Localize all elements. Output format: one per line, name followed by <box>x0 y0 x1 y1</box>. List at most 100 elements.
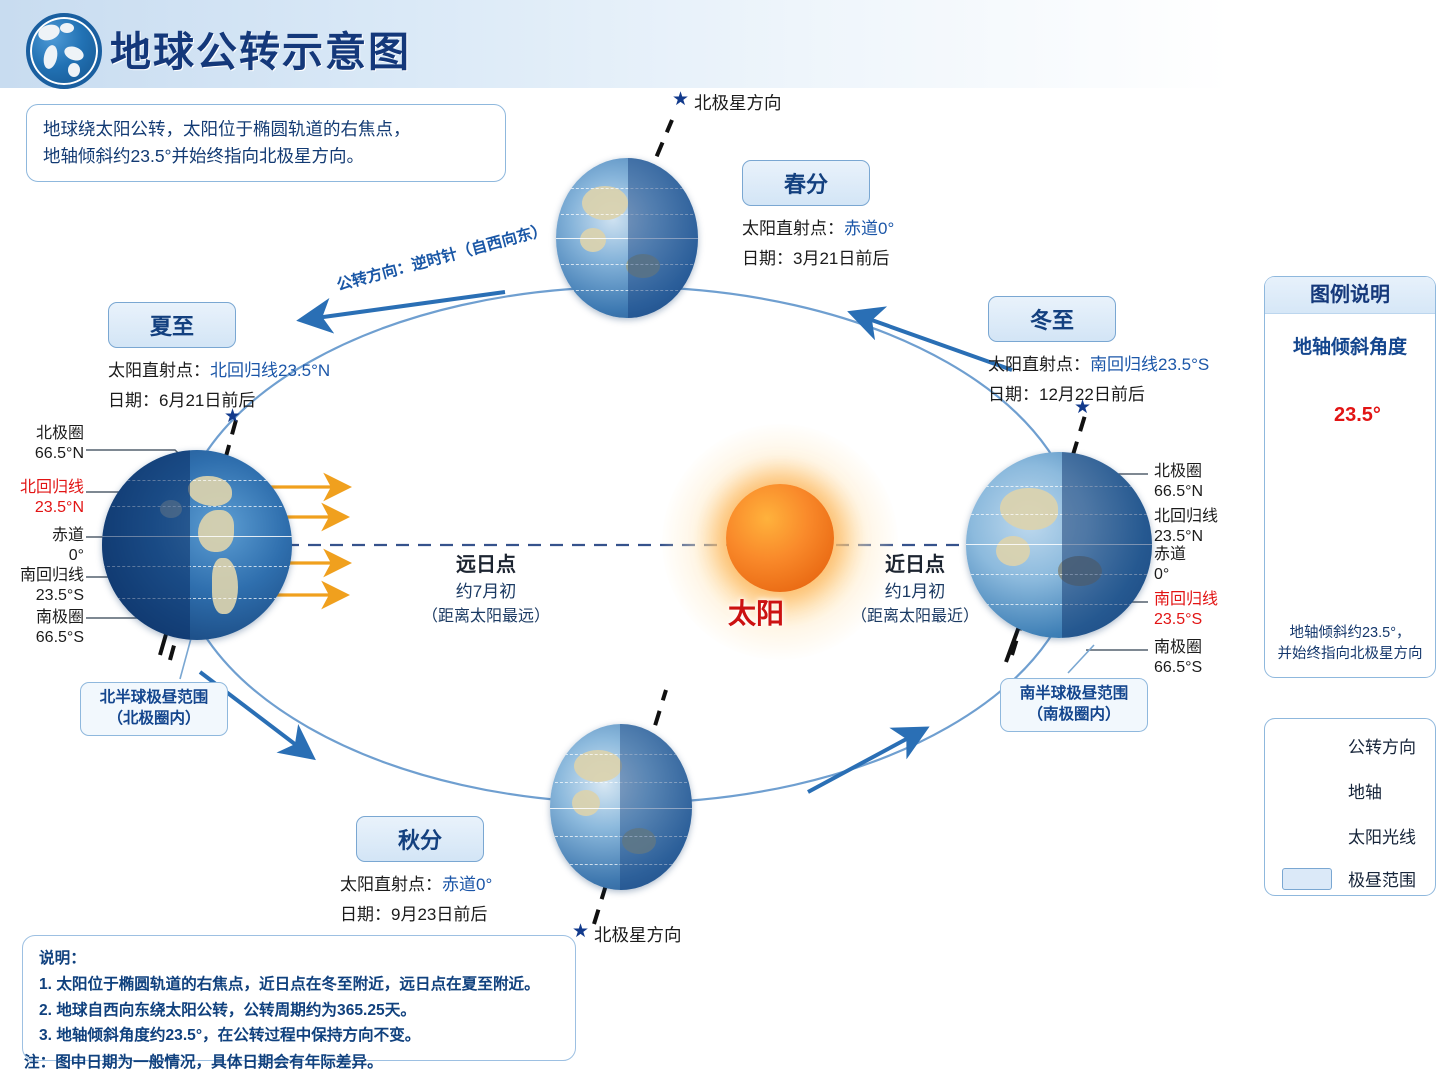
latitude-label-right-2: 赤道 0° <box>1154 545 1254 584</box>
latitude-name: 北回归线 <box>19 479 84 496</box>
season-subsolar-autumn: 太阳直射点：赤道0° <box>340 872 600 898</box>
latitude-name: 南回归线 <box>1154 591 1219 608</box>
season-block-winter-solstice: 冬至 太阳直射点：南回归线23.5°S 日期：12月22日前后 <box>988 296 1328 407</box>
perihelion-date: 约1月初 <box>884 582 946 601</box>
latitude-label-left-2: 赤道 0° <box>0 526 84 565</box>
header-bar <box>0 0 1448 88</box>
label-prefix: 日期： <box>340 904 391 924</box>
latitude-label-left-4: 南极圈 66.5°S <box>0 608 84 647</box>
label-prefix: 太阳直射点： <box>108 361 210 380</box>
callout-line-1: 北半球极昼范围 <box>99 689 209 706</box>
latitude-label-right-0: 北极圈 66.5°N <box>1154 462 1254 501</box>
label-prefix: 太阳直射点： <box>340 875 442 894</box>
latitude-value: 23.5°S <box>1154 610 1203 628</box>
key-panel <box>1264 718 1436 896</box>
label-prefix: 日期： <box>988 384 1039 404</box>
intro-line-1: 地球绕太阳公转，太阳位于椭圆轨道的右焦点， <box>43 119 411 139</box>
note-item-3: 3. 地轴倾斜角度约23.5°，在公转过程中保持方向不变。 <box>39 1026 421 1044</box>
perihelion-note: （距离太阳最近） <box>850 608 979 625</box>
earth-globe-winter-solstice <box>966 452 1152 638</box>
key-label-earth-axis: 地轴 <box>1348 783 1382 802</box>
note-item-1: 1. 太阳位于椭圆轨道的右焦点，近日点在冬至附近，远日点在夏至附近。 <box>39 976 540 994</box>
legend-caption-line-2: 并始终指向北极星方向 <box>1277 645 1423 662</box>
callout-line-1: 南半球极昼范围 <box>1019 685 1129 702</box>
star-icon: ★ <box>572 921 590 942</box>
latitude-name: 赤道 <box>51 527 84 544</box>
season-subsolar-vernal: 太阳直射点：赤道0° <box>742 216 982 242</box>
season-subsolar-winter: 太阳直射点：南回归线23.5°S <box>988 352 1328 378</box>
legend-angle-value: 23.5° <box>1334 404 1381 426</box>
earth-globe-summer-solstice <box>102 450 292 640</box>
season-pill-vernal[interactable]: 春分 <box>742 160 870 206</box>
perihelion-title: 近日点 <box>885 554 945 576</box>
label-value: 6月21日前后 <box>159 390 256 410</box>
label-prefix: 日期： <box>742 248 793 268</box>
label-value: 赤道0° <box>844 219 895 238</box>
sun-disc <box>726 484 834 592</box>
latitude-value: 0° <box>1154 565 1170 583</box>
notes-box: 说明： 1. 太阳位于椭圆轨道的右焦点，近日点在冬至附近，远日点在夏至附近。 2… <box>22 935 576 1061</box>
latitude-value: 23.5°N <box>34 498 84 516</box>
latitude-label-right-3: 南回归线 23.5°S <box>1154 590 1254 629</box>
season-block-autumn-equinox: 秋分 太阳直射点：赤道0° 日期：9月23日前后 <box>340 816 600 927</box>
legend-title: 图例说明 <box>1265 277 1435 314</box>
season-subsolar-summer: 太阳直射点：北回归线23.5°N <box>108 358 448 384</box>
latitude-value: 66.5°S <box>1154 658 1203 676</box>
earth-globe-vernal-equinox <box>556 158 698 318</box>
season-pill-winter[interactable]: 冬至 <box>988 296 1116 342</box>
polaris-label-bottom: 北极星方向 <box>594 925 682 945</box>
latitude-value: 0° <box>68 546 84 564</box>
latitude-name: 南回归线 <box>19 567 84 584</box>
label-prefix: 太阳直射点： <box>988 355 1090 374</box>
earth-globe-autumn-equinox <box>550 724 692 890</box>
label-value: 9月23日前后 <box>391 904 488 924</box>
season-block-vernal-equinox: 春分 太阳直射点：赤道0° 日期：3月21日前后 <box>742 160 982 271</box>
sun-label: 太阳 <box>728 598 785 629</box>
legend-subtitle: 地轴倾斜角度 <box>1292 337 1407 358</box>
latitude-label-left-1: 北回归线 23.5°N <box>0 478 84 517</box>
key-label-sun-rays: 太阳光线 <box>1348 828 1416 847</box>
label-prefix: 日期： <box>108 390 159 410</box>
latitude-name: 南极圈 <box>1154 639 1203 656</box>
latitude-label-right-4: 南极圈 66.5°S <box>1154 638 1254 677</box>
latitude-label-left-0: 北极圈 66.5°N <box>0 424 84 463</box>
footnote: 注：图中日期为一般情况，具体日期会有年际差异。 <box>24 1054 383 1071</box>
latitude-name: 北极圈 <box>35 425 84 442</box>
polaris-star-top: ★ <box>672 88 689 111</box>
callout-north-polar-day: 北半球极昼范围 （北极圈内） <box>80 682 228 736</box>
latitude-value: 66.5°N <box>1154 482 1204 500</box>
aphelion-block: 远日点 约7月初 （距离太阳最远） <box>386 548 586 626</box>
intro-line-2: 地轴倾斜约23.5°并始终指向北极星方向。 <box>43 146 365 167</box>
polaris-star-winter: ★ <box>1074 396 1091 419</box>
aphelion-note: （距离太阳最远） <box>421 608 550 625</box>
callout-line-2: （北极圈内） <box>107 709 201 727</box>
perihelion-block: 近日点 约1月初 （距离太阳最近） <box>820 548 1010 626</box>
legend-panel: 图例说明 地轴倾斜角度 地轴倾斜约23.5°， 并始终指向北极星方向 <box>1264 276 1436 678</box>
season-pill-autumn[interactable]: 秋分 <box>356 816 484 862</box>
callout-line-2: （南极圈内） <box>1027 705 1121 723</box>
label-value: 南回归线23.5°S <box>1090 355 1210 374</box>
latitude-name: 赤道 <box>1154 546 1187 563</box>
latitude-label-right-1: 北回归线 23.5°N <box>1154 507 1254 546</box>
star-icon: ★ <box>224 406 242 427</box>
latitude-value: 66.5°S <box>35 628 84 646</box>
star-icon: ★ <box>672 89 690 110</box>
aphelion-date: 约7月初 <box>455 582 517 601</box>
label-value: 北回归线23.5°N <box>210 361 331 380</box>
label-value: 12月22日前后 <box>1039 384 1145 404</box>
globe-icon <box>26 13 102 89</box>
latitude-value: 66.5°N <box>34 444 84 462</box>
callout-south-polar-day: 南半球极昼范围 （南极圈内） <box>1000 678 1148 732</box>
latitude-name: 北回归线 <box>1154 508 1219 525</box>
latitude-label-left-3: 南回归线 23.5°S <box>0 566 84 605</box>
legend-caption: 地轴倾斜约23.5°， 并始终指向北极星方向 <box>1265 623 1435 665</box>
season-date-summer: 日期：6月21日前后 <box>108 388 448 414</box>
notes-title: 说明： <box>39 950 86 967</box>
legend-caption-line-1: 地轴倾斜约23.5°， <box>1289 624 1411 641</box>
polaris-star-summer: ★ <box>224 405 241 428</box>
latitude-value: 23.5°N <box>1154 527 1204 545</box>
season-date-winter: 日期：12月22日前后 <box>988 382 1328 408</box>
season-date-autumn: 日期：9月23日前后 <box>340 902 600 928</box>
season-pill-summer[interactable]: 夏至 <box>108 302 236 348</box>
